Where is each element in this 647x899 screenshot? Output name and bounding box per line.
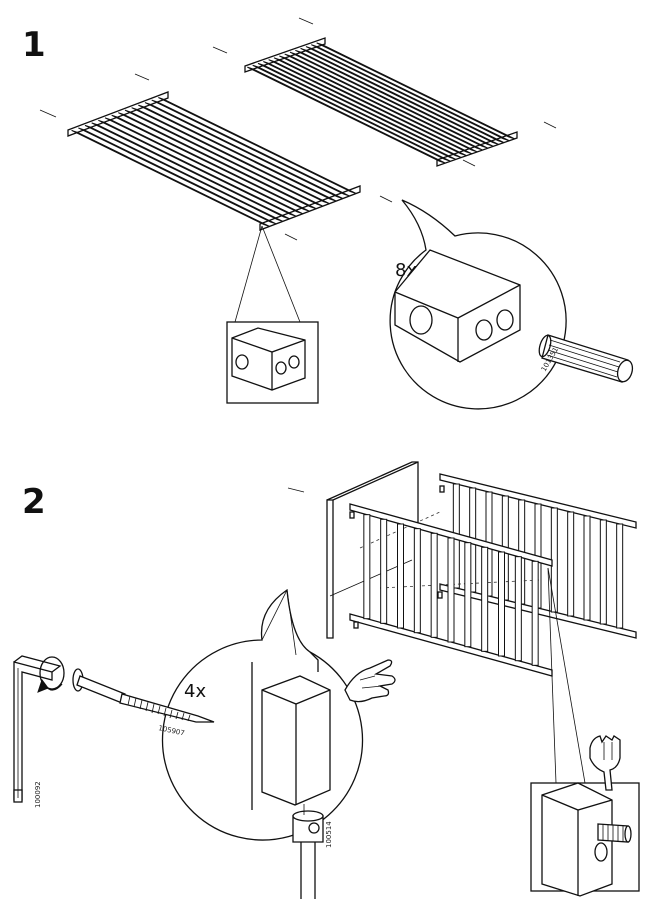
part-code-key: 100092 xyxy=(34,781,42,808)
panel-slat xyxy=(71,129,270,227)
panel-rail xyxy=(439,473,637,529)
panel-slat xyxy=(268,59,467,157)
panel-slat xyxy=(91,122,290,220)
panel-slat xyxy=(413,528,421,634)
panel-slat xyxy=(447,537,455,643)
barrel-nut-icon xyxy=(292,804,324,899)
panel-rail xyxy=(349,503,553,567)
panel-slat xyxy=(316,42,515,140)
panel-slat xyxy=(481,546,489,652)
panel-slat xyxy=(131,107,330,205)
panel-slat xyxy=(567,511,575,617)
allen-key-icon: 100092 xyxy=(13,655,62,808)
panel-slat xyxy=(305,46,505,144)
panel-slat xyxy=(98,119,297,217)
step-2-number: 2 xyxy=(22,482,46,522)
pointing-hand-icon xyxy=(344,659,396,703)
panel-slat xyxy=(397,523,404,629)
crib-frame xyxy=(287,461,637,677)
panel-slat xyxy=(84,124,284,222)
part-code-bolt: 105907 xyxy=(158,724,186,737)
rotate-arrow-icon xyxy=(37,656,65,693)
part-code-nut: 100514 xyxy=(325,821,333,848)
rail-end-detail xyxy=(226,321,319,404)
panel-slat xyxy=(300,47,499,145)
panel-slat xyxy=(273,57,473,155)
panel-slat xyxy=(104,117,304,215)
panel-rail xyxy=(67,91,169,137)
panel-slat xyxy=(531,560,539,666)
panel-rail xyxy=(244,37,326,73)
bolt-detail-circle: 4x 100514 xyxy=(161,588,396,899)
panel-slat xyxy=(138,104,337,202)
panel-slat xyxy=(247,66,446,164)
panel-slat xyxy=(144,102,344,200)
panel-slat xyxy=(363,514,371,620)
panel-slat xyxy=(599,519,607,625)
panel-slat xyxy=(111,114,310,212)
slatted-panel-back xyxy=(244,37,518,167)
panel-slat xyxy=(464,542,472,648)
step-1-number: 1 xyxy=(22,25,46,65)
panel-slat xyxy=(583,515,591,621)
panel-slat xyxy=(78,127,277,225)
dowel-detail-circle: 8x 101351 xyxy=(389,199,634,410)
slatted-panel-front xyxy=(67,91,361,231)
dowels-step1 xyxy=(39,17,557,241)
panel-slat xyxy=(257,62,457,160)
panel-slat xyxy=(616,523,624,629)
panel-slat xyxy=(514,556,522,662)
panel-slat xyxy=(311,44,510,142)
bolt-icon: 105907 xyxy=(72,668,215,738)
panel-slat xyxy=(151,99,350,197)
panel-slat xyxy=(295,49,494,147)
post-detail-box xyxy=(530,782,640,897)
step-2: 2 4x xyxy=(13,461,640,899)
panel-rail xyxy=(259,185,361,231)
panel-slat xyxy=(124,109,324,207)
panel-slat xyxy=(380,518,388,624)
panel-slat xyxy=(284,53,483,151)
panel-slat xyxy=(289,51,489,149)
panel-slat xyxy=(279,55,478,153)
panel-slat xyxy=(252,64,451,162)
callout-line xyxy=(234,225,263,323)
panel-slat xyxy=(158,97,357,195)
pointing-hand-icon xyxy=(589,735,621,791)
bolt-quantity: 4x xyxy=(184,681,206,702)
panel-slat xyxy=(263,61,462,159)
step-1: 1 xyxy=(22,17,634,410)
panel-slat xyxy=(498,551,505,657)
panel-slat xyxy=(430,532,438,638)
wooden-dowel-icon xyxy=(538,334,634,383)
panel-slat xyxy=(118,112,317,210)
